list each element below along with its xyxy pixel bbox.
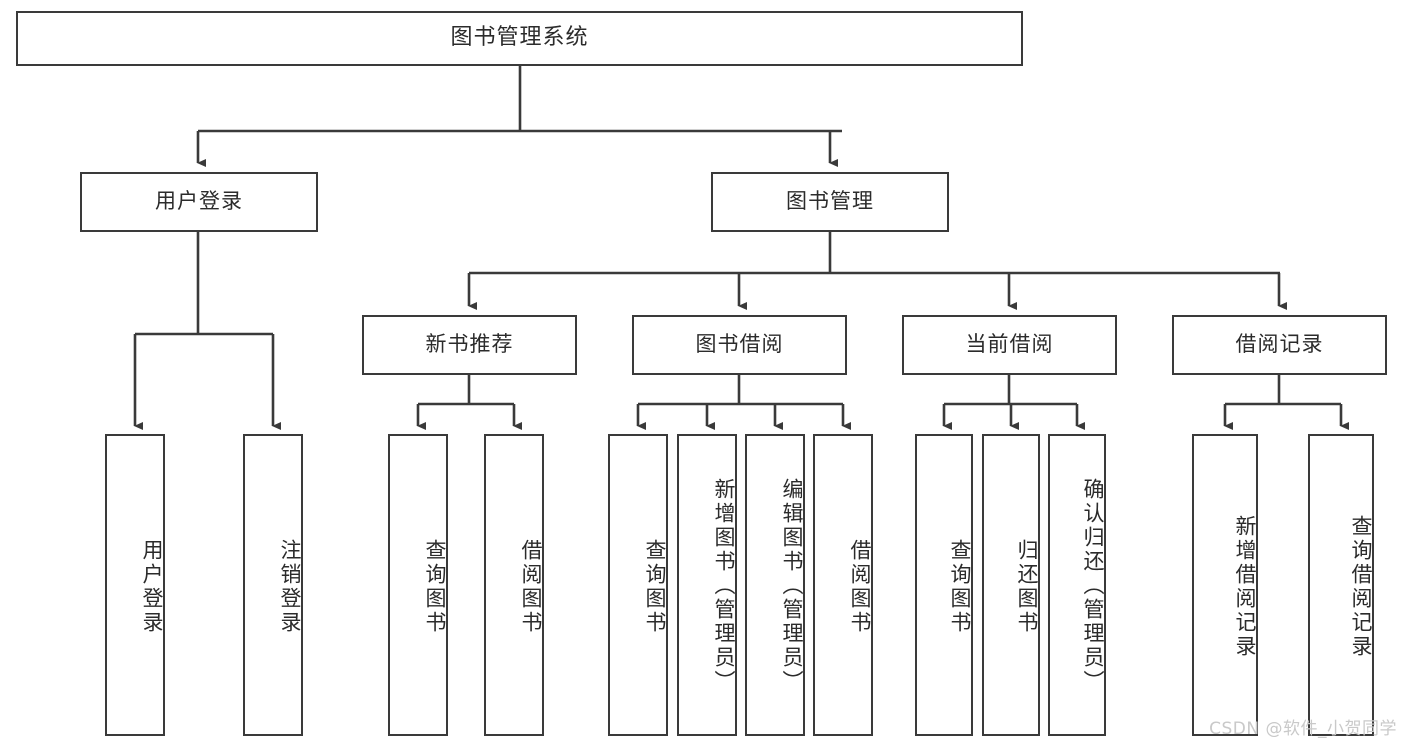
node-label: 注销登录 — [278, 539, 302, 635]
leaf-new-book-query-book[interactable]: 查询图书 — [388, 434, 448, 736]
node-label: 用户登录 — [140, 539, 164, 635]
node-label: 归还图书 — [1015, 539, 1039, 635]
node-label: 查询图书 — [643, 539, 667, 635]
node-label: 新增图书（管理员） — [712, 478, 736, 694]
node-book-borrow[interactable]: 图书借阅 — [632, 315, 847, 375]
leaf-book-borrow-borrow-book[interactable]: 借阅图书 — [813, 434, 873, 736]
leaf-book-borrow-edit-book-admin[interactable]: 编辑图书（管理员） — [745, 434, 805, 736]
node-current-borrow[interactable]: 当前借阅 — [902, 315, 1117, 375]
node-label: 图书管理系统 — [450, 25, 589, 51]
node-label: 编辑图书（管理员） — [780, 478, 804, 694]
node-label: 图书借阅 — [695, 332, 784, 357]
leaf-current-borrow-confirm-return-admin[interactable]: 确认归还（管理员） — [1048, 434, 1106, 736]
node-label: 确认归还（管理员） — [1081, 478, 1105, 694]
leaf-user-login-login[interactable]: 用户登录 — [105, 434, 165, 736]
csdn-watermark: CSDN @软件_小贺同学 — [1209, 719, 1397, 739]
node-borrow-record[interactable]: 借阅记录 — [1172, 315, 1387, 375]
leaf-book-borrow-add-book-admin[interactable]: 新增图书（管理员） — [677, 434, 737, 736]
node-label: 新增借阅记录 — [1233, 515, 1257, 659]
node-label: 查询借阅记录 — [1349, 515, 1373, 659]
node-label: 查询图书 — [423, 539, 447, 635]
leaf-new-book-borrow-book[interactable]: 借阅图书 — [484, 434, 544, 736]
node-root-book-management-system[interactable]: 图书管理系统 — [16, 11, 1023, 66]
leaf-borrow-record-query-record[interactable]: 查询借阅记录 — [1308, 434, 1374, 736]
node-label: 图书管理 — [786, 189, 874, 214]
node-book-management[interactable]: 图书管理 — [711, 172, 949, 232]
node-label: 用户登录 — [155, 189, 243, 214]
node-label: 查询图书 — [948, 539, 972, 635]
leaf-book-borrow-query-book[interactable]: 查询图书 — [608, 434, 668, 736]
node-user-login[interactable]: 用户登录 — [80, 172, 318, 232]
leaf-borrow-record-add-record[interactable]: 新增借阅记录 — [1192, 434, 1258, 736]
node-label: 当前借阅 — [965, 332, 1054, 357]
node-new-book-recommend[interactable]: 新书推荐 — [362, 315, 577, 375]
node-label: 借阅图书 — [848, 539, 872, 635]
node-label: 新书推荐 — [425, 332, 514, 357]
leaf-user-login-logout[interactable]: 注销登录 — [243, 434, 303, 736]
node-label: 借阅记录 — [1235, 332, 1324, 357]
leaf-current-borrow-query-book[interactable]: 查询图书 — [915, 434, 973, 736]
leaf-current-borrow-return-book[interactable]: 归还图书 — [982, 434, 1040, 736]
node-label: 借阅图书 — [519, 539, 543, 635]
